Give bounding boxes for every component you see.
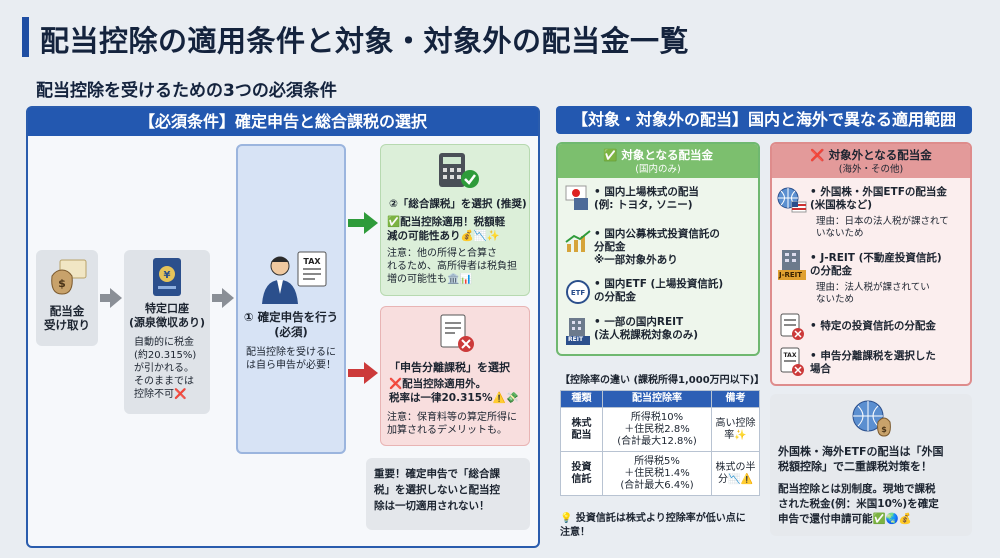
rate-table-header-note: 備考 bbox=[711, 390, 760, 408]
svg-text:ETF: ETF bbox=[571, 289, 586, 297]
foreign-tax-credit-box: $ 外国株・海外ETFの配当は「外国 税額控除」で二重課税対策を！ 配当控除とは… bbox=[770, 394, 972, 536]
arrow-1-icon bbox=[110, 288, 122, 308]
calculator-check-icon bbox=[439, 153, 479, 188]
rate-row1-type: 株式 配当 bbox=[560, 407, 603, 452]
svg-text:¥: ¥ bbox=[164, 270, 171, 281]
option-red-title: 「申告分離課税」を選択 bbox=[389, 361, 510, 374]
globe-money-icon: $ bbox=[852, 400, 891, 437]
rate-table-note: 💡 投資信託は株式より控除率が低い点に 注意！ bbox=[560, 513, 746, 538]
person-tax-document-icon: TAX bbox=[262, 251, 327, 304]
target-dividends-card: ✅ 対象となる配当金 (国内のみ) • 国内上場株式の配当 (例: トヨタ, ソ… bbox=[556, 142, 760, 356]
title-accent-bar bbox=[22, 17, 29, 57]
step-tax-return: TAX ① 確定申告を行う (必須) 配当控除を受けるに は自ら申告が必要！ bbox=[236, 144, 346, 454]
reit-badge: REIT bbox=[568, 336, 584, 343]
option-green-title: ②「総合課税」を選択 (推奨) bbox=[389, 198, 527, 210]
growth-chart-icon bbox=[565, 230, 591, 252]
nontarget-dividends-card: ❌ 対象外となる配当金 (海外・その他) • 外国株・外国ETFの配当金 (米国… bbox=[770, 142, 972, 386]
nontarget-title: ❌ 対象外となる配当金 bbox=[810, 148, 932, 162]
rate-row2-type: 投資 信託 bbox=[560, 451, 603, 496]
option-red-note: 注意：保育料等の算定所得に 加算されるデメリットも。 bbox=[387, 412, 517, 436]
nontarget-item-4: • 申告分離課税を選択した 場合 bbox=[810, 350, 936, 375]
nontarget-reason-1: 理由：日本の法人税が課されて いないため bbox=[816, 216, 949, 239]
svg-text:TAX: TAX bbox=[784, 352, 797, 359]
table-row: 株式 配当 所得税10% ＋住民税2.8% (合計最大12.8%) 高い控除 率… bbox=[560, 407, 760, 452]
tax-form-x-icon: TAX bbox=[780, 347, 804, 376]
rate-table-header-rate: 配当控除率 bbox=[602, 390, 712, 408]
target-item-4: • 一部の国内REIT (法人税課税対象のみ) bbox=[594, 316, 699, 341]
tax-return-body: 配当控除を受けるに は自ら申告が必要！ bbox=[246, 347, 336, 371]
svg-text:TAX: TAX bbox=[303, 257, 321, 266]
rate-row2-rate: 所得税5% ＋住民税1.4% (合計最大6.4%) bbox=[602, 451, 712, 496]
foreign-box-title: 外国株・海外ETFの配当は「外国 税額控除」で二重課税対策を！ bbox=[778, 445, 944, 473]
arrow-2-icon bbox=[222, 288, 234, 308]
specific-account-body: 自動的に税金 (約20.315%) が引かれる。 そのままでは 控除不可❌ bbox=[134, 337, 197, 400]
target-header-bg bbox=[558, 144, 758, 178]
svg-text:$: $ bbox=[881, 425, 887, 434]
rate-row1-rate: 所得税10% ＋住民税2.8% (合計最大12.8%) bbox=[602, 407, 712, 452]
jreit-building-icon bbox=[778, 250, 806, 280]
option-green-body: ✅配当控除適用！税額軽 減の可能性あり💰📉✨ bbox=[387, 216, 506, 242]
table-row: 投資 信託 所得税5% ＋住民税1.4% (合計最大6.4%) 株式の半 分📉⚠… bbox=[560, 451, 760, 496]
nontarget-header-bg bbox=[772, 144, 970, 178]
nontarget-item-1: • 外国株・外国ETFの配当金 (米国株など) bbox=[810, 186, 947, 211]
document-x-icon bbox=[440, 314, 474, 352]
conditions-panel-header: 【必須条件】確定申告と総合課税の選択 bbox=[28, 108, 538, 136]
arrow-2-stem bbox=[212, 294, 222, 302]
jreit-badge: J-REIT bbox=[779, 271, 803, 279]
nontarget-item-3: • 特定の投資信託の分配金 bbox=[810, 320, 936, 332]
page-subtitle: 配当控除を受けるための3つの必須条件 bbox=[36, 81, 337, 101]
globe-us-flag-icon bbox=[777, 187, 807, 213]
money-bag-icon: $ bbox=[51, 259, 87, 295]
option-green-note: 注意：他の所得と合算さ れるため、高所得者は税負担 増の可能性も🏛️📊 bbox=[387, 248, 517, 285]
foreign-box-body: 配当控除とは別制度。現地で課税 された税金(例：米国10%)を確定 申告で還付申… bbox=[778, 483, 939, 525]
svg-text:$: $ bbox=[58, 277, 66, 290]
arrow-1-stem bbox=[100, 294, 110, 302]
option-comprehensive-taxation: ②「総合課税」を選択 (推奨) ✅配当控除適用！税額軽 減の可能性あり💰📉✨ 注… bbox=[380, 144, 530, 296]
target-title: ✅ 対象となる配当金 bbox=[603, 148, 713, 162]
step-receive-label: 配当金 受け取り bbox=[44, 304, 90, 332]
document-x-icon bbox=[780, 313, 804, 340]
nontarget-reason-2: 理由：法人税が課されてい ないため bbox=[816, 282, 930, 305]
step-specific-account: ¥ 特定口座 (源泉徴収あり) 自動的に税金 (約20.315%) が引かれる。… bbox=[124, 250, 210, 414]
rate-row1-note: 高い控除 率✨ bbox=[711, 407, 760, 452]
tax-return-title: ① 確定申告を行う (必須) bbox=[243, 310, 339, 339]
reit-building-icon bbox=[566, 318, 590, 345]
etf-coin-icon: ETF bbox=[566, 280, 590, 304]
nontarget-item-2: • J-REIT (不動産投資信託) の分配金 bbox=[810, 252, 942, 277]
target-item-1: • 国内上場株式の配当 (例: トヨタ, ソニー) bbox=[594, 186, 699, 211]
japan-flag-building-icon bbox=[565, 185, 588, 210]
nontarget-subtitle: (海外・その他) bbox=[838, 164, 904, 175]
rate-table: 種類 配当控除率 備考 株式 配当 所得税10% ＋住民税2.8% (合計最大1… bbox=[560, 390, 760, 496]
important-warning: 重要！確定申告で「総合課 税」を選択しないと配当控 除は一切適用されない！ bbox=[366, 458, 530, 530]
important-warning-text: 重要！確定申告で「総合課 税」を選択しないと配当控 除は一切適用されない！ bbox=[374, 468, 500, 512]
option-red-body: ❌配当控除適用外。 税率は一律20.315%⚠️💸 bbox=[389, 378, 519, 404]
arrow-green-icon bbox=[348, 212, 378, 234]
step-receive-dividend: $ 配当金 受け取り bbox=[36, 250, 98, 346]
option-separate-taxation: 「申告分離課税」を選択 ❌配当控除適用外。 税率は一律20.315%⚠️💸 注意… bbox=[380, 306, 530, 446]
rate-table-header-type: 種類 bbox=[560, 390, 603, 408]
target-panel-header: 【対象・対象外の配当】国内と海外で異なる適用範囲 bbox=[556, 106, 972, 134]
page-title: 配当控除の適用条件と対象・対象外の配当金一覧 bbox=[40, 24, 690, 58]
rate-table-caption: 【控除率の違い (課税所得1,000万円以下)】 bbox=[560, 375, 765, 386]
specific-account-title: 特定口座 (源泉徴収あり) bbox=[128, 302, 206, 329]
rate-row2-note: 株式の半 分📉⚠️ bbox=[711, 451, 760, 496]
arrow-red-icon bbox=[348, 362, 378, 384]
target-item-3: • 国内ETF (上場投資信託) の分配金 bbox=[594, 278, 724, 303]
target-subtitle: (国内のみ) bbox=[635, 164, 681, 175]
passbook-yen-icon: ¥ bbox=[153, 258, 181, 296]
target-item-2: • 国内公募株式投資信託の 分配金 ※一部対象外あり bbox=[594, 228, 720, 266]
